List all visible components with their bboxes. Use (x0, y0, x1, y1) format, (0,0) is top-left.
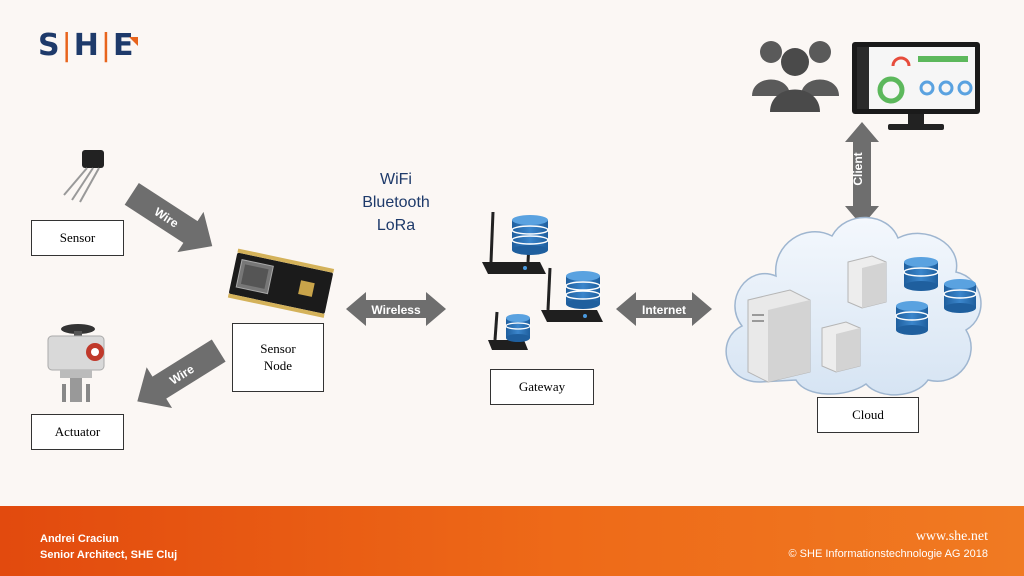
sensor-image (63, 150, 104, 203)
actuator-label: Actuator (54, 423, 101, 439)
monitor-dashboard-icon (852, 42, 980, 130)
sensor-node-label: Sensor Node (260, 341, 296, 373)
database-icon (565, 271, 601, 309)
footer-url: www.she.net (915, 529, 988, 544)
sensor-box: Sensor (31, 220, 124, 256)
footer-copyright: © SHE Informationstechnologie AG 2018 (788, 548, 989, 560)
actuator-box: Actuator (31, 414, 124, 450)
footer-author-block: Andrei Craciun Senior Architect, SHE Clu… (40, 531, 177, 563)
database-icon (943, 279, 977, 313)
gateway-label: Gateway (518, 378, 566, 394)
database-icon (895, 301, 929, 335)
logo-letter-h: H (73, 28, 100, 63)
logo-letter-e: E (112, 28, 135, 63)
protocol-list: WiFi Bluetooth LoRa (342, 168, 450, 237)
actuator-image (47, 324, 105, 402)
wire-in-arrow: Wire (124, 182, 213, 253)
client-label: Client (851, 152, 865, 185)
protocol-bluetooth: Bluetooth (362, 194, 430, 211)
server-icon (847, 255, 887, 309)
footer-bar (0, 506, 1024, 576)
wire-out-arrow: Wire (137, 339, 226, 409)
logo-accent-mark (129, 37, 138, 46)
protocol-wifi: WiFi (380, 171, 412, 188)
server-icon (747, 289, 811, 383)
users-icon (752, 41, 839, 112)
sensor-label: Sensor (59, 229, 96, 245)
internet-label: Internet (642, 303, 686, 317)
server-icon (821, 321, 861, 373)
cloud-box: Cloud (817, 397, 919, 433)
gateway-router-2 (541, 267, 603, 322)
database-icon (903, 257, 939, 291)
sensor-node-box: Sensor Node (232, 323, 324, 392)
database-icon (511, 215, 549, 255)
gateway-router-3 (488, 311, 528, 350)
logo-letter-s: S (38, 28, 61, 63)
wireless-arrow: Wireless (346, 292, 446, 326)
diagram-graphics: Wire Wire Wireless Internet Client (47, 41, 982, 409)
wireless-label: Wireless (371, 303, 421, 317)
database-icon (505, 314, 531, 342)
sensor-node-board (227, 248, 335, 318)
protocol-lora: LoRa (376, 217, 416, 234)
gateway-box: Gateway (490, 369, 594, 405)
cloud-label: Cloud (852, 406, 884, 422)
internet-arrow: Internet (616, 292, 712, 326)
client-arrow: Client (845, 122, 879, 226)
footer-role: Senior Architect, SHE Cluj (40, 549, 178, 561)
footer-author: Andrei Craciun (40, 533, 119, 545)
she-logo: S|H|E (38, 28, 135, 63)
